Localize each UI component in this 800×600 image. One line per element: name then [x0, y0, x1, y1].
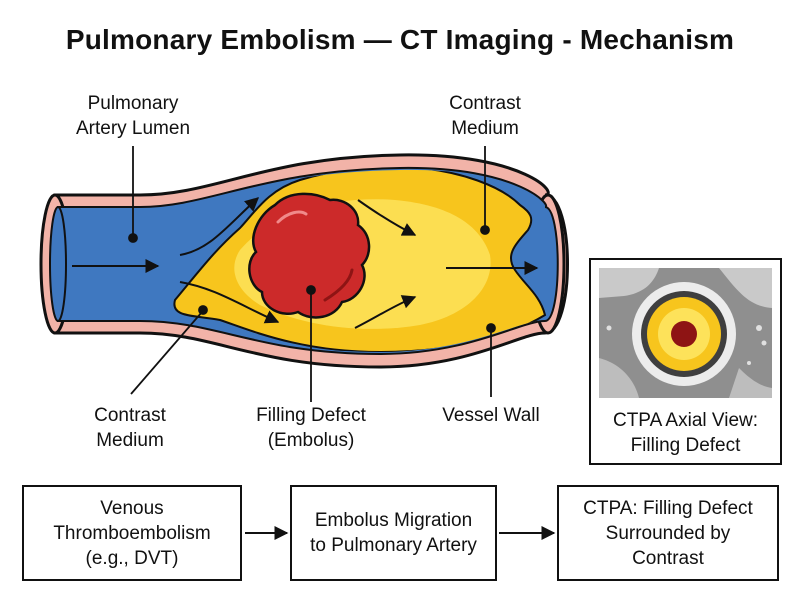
- flow-arrow-2: [179, 197, 260, 256]
- label-vessel-wall: Vessel Wall: [442, 405, 540, 426]
- flow-step-ctpa: CTPA: Filling Defect Surrounded by Contr…: [557, 485, 779, 581]
- flow-step-dvt: Venous Thromboembolism (e.g., DVT): [22, 485, 242, 581]
- flow-arrow-4: [357, 199, 417, 236]
- label-contrast-bottom: Contrast Medium: [94, 405, 166, 451]
- inset-caption: CTPA Axial View: Filling Defect: [612, 410, 759, 456]
- embolus: [248, 192, 371, 319]
- flow-step-migration: Embolus Migration to Pulmonary Artery: [290, 485, 497, 581]
- label-dot-embolus: [306, 285, 316, 295]
- label-filling-defect: Filling Defect (Embolus): [256, 405, 366, 451]
- label-dot-lumen: [128, 233, 138, 243]
- label-contrast-top: Contrast Medium: [449, 93, 521, 139]
- flow-arrow-5: [354, 295, 417, 329]
- label-dot-wall: [486, 323, 496, 333]
- label-artery-lumen: Pulmonary Artery Lumen: [75, 93, 191, 139]
- flow-arrow-3: [179, 281, 280, 324]
- label-dot-contrast-top: [480, 225, 490, 235]
- diagram-title: Pulmonary Embolism — CT Imaging - Mechan…: [65, 24, 735, 55]
- axial-filling-defect: [671, 321, 697, 347]
- ctpa-axial-inset: CTPA Axial View: Filling Defect: [589, 258, 782, 465]
- ctpa-axial-image: [599, 268, 772, 398]
- label-dot-contrast-bottom: [198, 305, 208, 315]
